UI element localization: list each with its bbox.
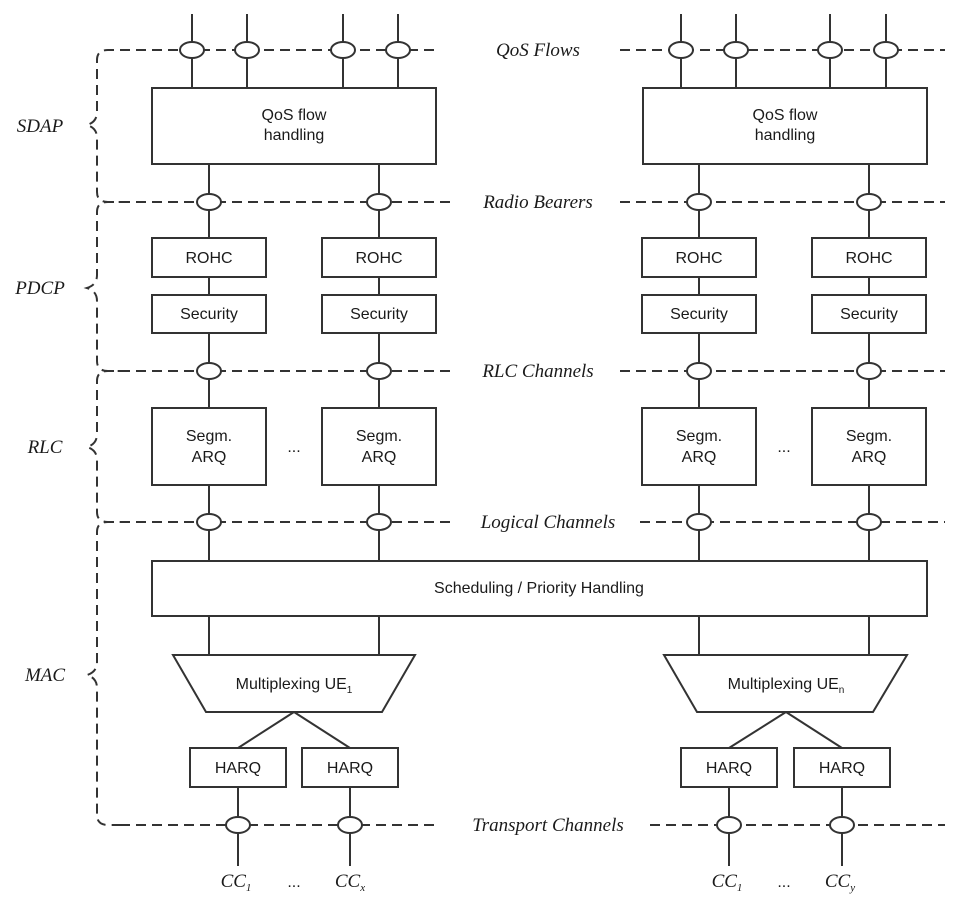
rohc-box-2: ROHC bbox=[321, 237, 437, 278]
sdap-layer-label: SDAP bbox=[17, 116, 64, 137]
cc-right-ellipsis: ... bbox=[777, 874, 790, 891]
rohc-label: ROHC bbox=[185, 250, 232, 267]
sdap-qos-box-left: QoS flow handling bbox=[151, 87, 437, 165]
rlc-box-4: Segm. ARQ bbox=[811, 407, 927, 486]
cc-right-last: CCy bbox=[825, 871, 855, 894]
mux-uen-base: Multiplexing UE bbox=[728, 676, 839, 693]
cc-left-first: CC1 bbox=[221, 871, 252, 894]
harq-box-2: HARQ bbox=[301, 747, 399, 788]
rohc-label: ROHC bbox=[845, 250, 892, 267]
mux-uen-sub: n bbox=[839, 685, 845, 696]
cc-left-ellipsis: ... bbox=[287, 874, 300, 891]
qos-box-line2: handling bbox=[755, 127, 816, 144]
harq-label: HARQ bbox=[327, 760, 373, 777]
security-label: Security bbox=[670, 306, 728, 323]
scheduling-box: Scheduling / Priority Handling bbox=[151, 560, 928, 617]
security-label: Security bbox=[180, 306, 238, 323]
security-box-4: Security bbox=[811, 294, 927, 334]
rlc-channels-label: RLC Channels bbox=[481, 361, 593, 382]
rlc-ellipsis-left: ... bbox=[287, 439, 300, 456]
mux-ue1-label: Multiplexing UE1 bbox=[236, 676, 353, 696]
segm-label: Segm. bbox=[356, 428, 402, 445]
rlc-ellipsis-right: ... bbox=[777, 439, 790, 456]
segm-label: Segm. bbox=[846, 428, 892, 445]
rohc-label: ROHC bbox=[355, 250, 402, 267]
rohc-box-4: ROHC bbox=[811, 237, 927, 278]
rohc-box-1: ROHC bbox=[151, 237, 267, 278]
mux-uen-label: Multiplexing UEn bbox=[728, 676, 845, 696]
scheduling-label: Scheduling / Priority Handling bbox=[434, 580, 644, 597]
segm-label: Segm. bbox=[676, 428, 722, 445]
rlc-layer-label: RLC bbox=[27, 437, 63, 458]
harq-label: HARQ bbox=[819, 760, 865, 777]
cc-right-first: CC1 bbox=[712, 871, 743, 894]
mux-ue1-base: Multiplexing UE bbox=[236, 676, 347, 693]
sdap-qos-box-right: QoS flow handling bbox=[642, 87, 928, 165]
rlc-box-2: Segm. ARQ bbox=[321, 407, 437, 486]
qos-box-line1: QoS flow bbox=[753, 107, 818, 124]
arq-label: ARQ bbox=[682, 449, 717, 466]
security-label: Security bbox=[840, 306, 898, 323]
qos-box-line1: QoS flow bbox=[262, 107, 327, 124]
harq-label: HARQ bbox=[215, 760, 261, 777]
mux-ue1-sub: 1 bbox=[347, 685, 353, 696]
security-label: Security bbox=[350, 306, 408, 323]
harq-box-4: HARQ bbox=[793, 747, 891, 788]
rohc-box-3: ROHC bbox=[641, 237, 757, 278]
segm-label: Segm. bbox=[186, 428, 232, 445]
rlc-box-1: Segm. ARQ bbox=[151, 407, 267, 486]
harq-box-1: HARQ bbox=[189, 747, 287, 788]
security-box-2: Security bbox=[321, 294, 437, 334]
pdcp-layer-label: PDCP bbox=[14, 278, 65, 299]
logical-channels-label: Logical Channels bbox=[480, 512, 616, 533]
channel-labels: QoS Flows Radio Bearers RLC Channels Log… bbox=[472, 40, 624, 836]
security-box-1: Security bbox=[151, 294, 267, 334]
transport-channels-label: Transport Channels bbox=[472, 815, 624, 836]
arq-label: ARQ bbox=[362, 449, 397, 466]
security-box-3: Security bbox=[641, 294, 757, 334]
layer-braces bbox=[83, 49, 130, 826]
rohc-label: ROHC bbox=[675, 250, 722, 267]
rlc-box-3: Segm. ARQ bbox=[641, 407, 757, 486]
harq-box-3: HARQ bbox=[680, 747, 778, 788]
radio-bearers-label: Radio Bearers bbox=[482, 192, 593, 213]
mux-ue1: Multiplexing UE1 bbox=[171, 654, 417, 713]
arq-label: ARQ bbox=[192, 449, 227, 466]
layer-labels: SDAP PDCP RLC MAC bbox=[14, 116, 65, 686]
channel-boundaries bbox=[120, 49, 945, 826]
sap-markers bbox=[179, 41, 899, 834]
arq-label: ARQ bbox=[852, 449, 887, 466]
mac-layer-label: MAC bbox=[24, 665, 65, 686]
qos-flows-label: QoS Flows bbox=[496, 40, 580, 61]
mux-uen: Multiplexing UEn bbox=[662, 654, 909, 713]
qos-box-line2: handling bbox=[264, 127, 325, 144]
component-carriers: CC1 ... CCx CC1 ... CCy bbox=[221, 871, 856, 894]
cc-left-last: CCx bbox=[335, 871, 365, 894]
harq-label: HARQ bbox=[706, 760, 752, 777]
